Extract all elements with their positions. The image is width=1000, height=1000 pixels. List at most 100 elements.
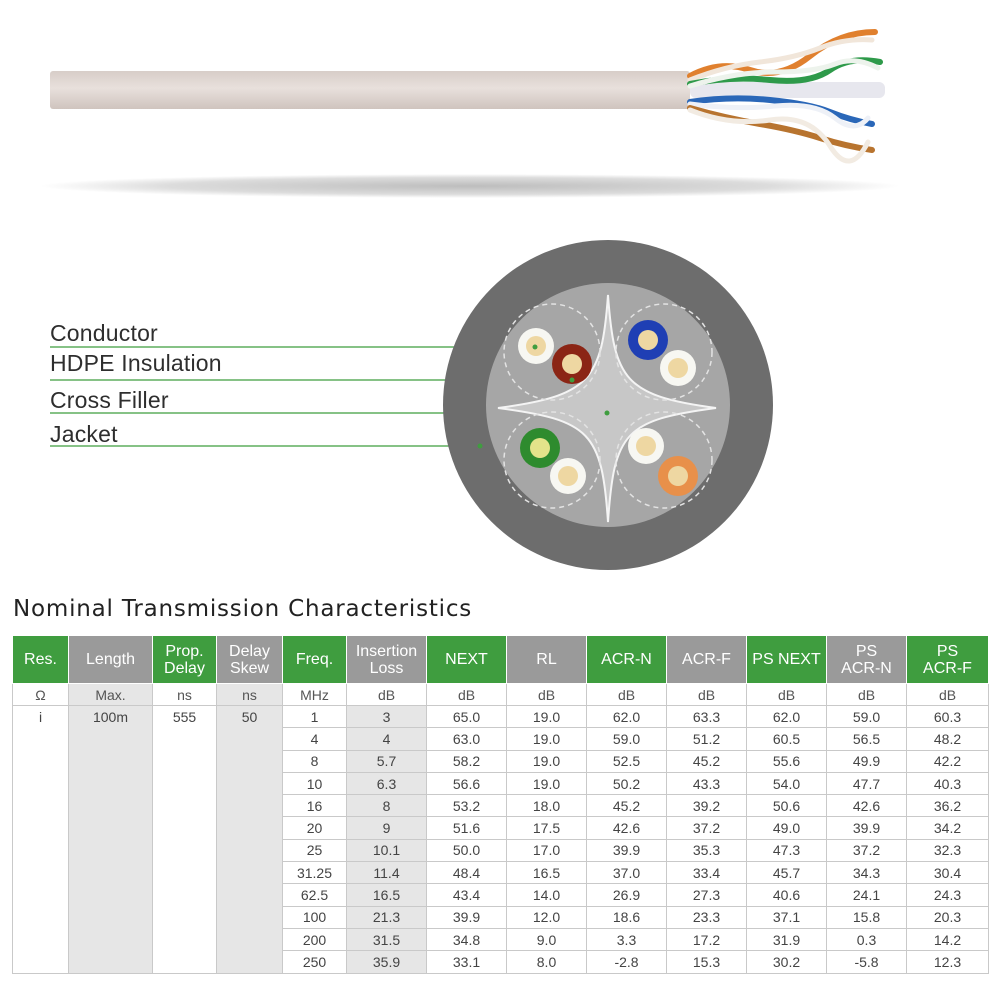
table-cell: 65.0: [426, 704, 507, 729]
table-cell: 5.7: [346, 749, 427, 773]
unit-cell: dB: [746, 683, 827, 706]
table-cell: 34.3: [826, 861, 907, 885]
table-cell: 36.2: [906, 794, 989, 818]
table-cell: 6.3: [346, 771, 427, 796]
table-cell: 35.3: [666, 838, 747, 863]
table-cell: 48.2: [906, 727, 989, 751]
table-cell: 14.0: [506, 883, 587, 907]
unit-cell: ns: [216, 683, 283, 706]
table-cell: 54.0: [746, 771, 827, 796]
table-cell: 58.2: [426, 749, 507, 773]
table-cell: 30.4: [906, 861, 989, 885]
table-cell: 19.0: [506, 749, 587, 773]
column-header: Prop.Delay: [152, 635, 217, 684]
twisted-pairs: [687, 29, 883, 164]
table-cell: 15.3: [666, 950, 747, 974]
table-cell: 39.9: [586, 838, 667, 863]
pair-orange: [628, 428, 698, 496]
column-header: NEXT: [426, 635, 507, 684]
table-cell: 37.1: [746, 905, 827, 929]
cross-filler-label: Cross Filler: [50, 387, 169, 413]
table-cell: 37.2: [826, 838, 907, 863]
table-cell: 11.4: [346, 861, 427, 885]
fixed-value-cell: 100m: [68, 705, 153, 974]
pair-blue: [628, 320, 696, 386]
table-cell: 24.1: [826, 883, 907, 907]
pair-brown: [518, 328, 592, 384]
column-header: ACR-N: [586, 635, 667, 684]
fixed-value-cell: 555: [152, 705, 217, 974]
table-cell: 20: [282, 816, 347, 840]
unit-cell: dB: [586, 683, 667, 706]
table-cell: 50.2: [586, 771, 667, 796]
table-cell: 45.2: [666, 749, 747, 773]
conductor-label: Conductor: [50, 320, 158, 346]
table-cell: 19.0: [506, 704, 587, 729]
table-cell: 8.0: [506, 950, 587, 974]
table-cell: 42.2: [906, 749, 989, 773]
hdpe-insulation-label: HDPE Insulation: [50, 350, 222, 376]
fixed-value-cell: 50: [216, 705, 283, 974]
table-cell: 16.5: [506, 861, 587, 885]
table-cell: 31.25: [282, 861, 347, 885]
column-header: Freq.: [282, 635, 347, 684]
table-cell: 45.7: [746, 861, 827, 885]
table-cell: 47.3: [746, 838, 827, 863]
unit-cell: ns: [152, 683, 217, 706]
table-cell: 100: [282, 905, 347, 929]
unit-cell: MHz: [282, 683, 347, 706]
table-cell: 9.0: [506, 927, 587, 952]
table-cell: 43.4: [426, 883, 507, 907]
table-cell: 10.1: [346, 838, 427, 863]
table-cell: 25: [282, 838, 347, 863]
table-cell: 48.4: [426, 861, 507, 885]
table-cell: 63.0: [426, 727, 507, 751]
table-cell: 50.6: [746, 794, 827, 818]
table-cell: 15.8: [826, 905, 907, 929]
cable-cross-section: [50, 240, 773, 570]
table-cell: 250: [282, 950, 347, 974]
table-cell: 35.9: [346, 950, 427, 974]
table-cell: 21.3: [346, 905, 427, 929]
table-cell: 33.4: [666, 861, 747, 885]
table-cell: 56.5: [826, 727, 907, 751]
table-cell: 17.0: [506, 838, 587, 863]
table-cell: 24.3: [906, 883, 989, 907]
table-cell: 40.6: [746, 883, 827, 907]
unit-cell: dB: [506, 683, 587, 706]
table-cell: 10: [282, 771, 347, 796]
unit-cell: dB: [826, 683, 907, 706]
table-cell: 4: [282, 727, 347, 751]
table-cell: 53.2: [426, 794, 507, 818]
table-cell: 62.0: [586, 704, 667, 729]
unit-cell: dB: [906, 683, 989, 706]
fixed-value-cell: i: [12, 705, 69, 974]
table-cell: 37.2: [666, 816, 747, 840]
table-cell: 34.2: [906, 816, 989, 840]
cable-shadow: [40, 174, 900, 198]
table-cell: 16.5: [346, 883, 427, 907]
table-cell: 3: [346, 704, 427, 729]
table-cell: 42.6: [586, 816, 667, 840]
unit-cell: Max.: [68, 683, 153, 706]
table-cell: 20.3: [906, 905, 989, 929]
table-cell: -5.8: [826, 950, 907, 974]
table-cell: 60.3: [906, 704, 989, 729]
table-cell: 17.5: [506, 816, 587, 840]
table-cell: 50.0: [426, 838, 507, 863]
table-cell: 39.9: [826, 816, 907, 840]
table-cell: 27.3: [666, 883, 747, 907]
table-cell: 49.0: [746, 816, 827, 840]
